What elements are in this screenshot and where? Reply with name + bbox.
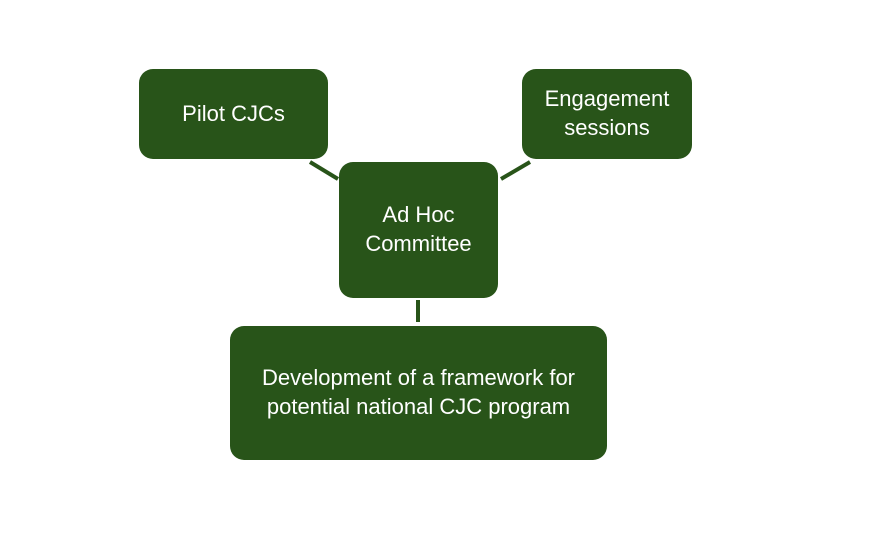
node-framework-development-line-2: potential national CJC program xyxy=(266,394,571,419)
node-ad-hoc-committee: Ad Hoc Committee xyxy=(339,162,498,298)
node-framework-development-line-1: Development of a framework for xyxy=(261,365,576,391)
node-ad-hoc-committee-line-2: Committee xyxy=(365,231,472,256)
node-pilot-cjcs: Pilot CJCs xyxy=(139,69,328,159)
node-engagement-sessions-line-2: sessions xyxy=(564,115,650,140)
connector-top-right xyxy=(499,160,532,181)
node-framework-development: Development of a framework for potential… xyxy=(230,326,607,460)
node-pilot-cjcs-line-1: Pilot CJCs xyxy=(182,100,285,126)
connector-top-left xyxy=(308,160,340,181)
node-engagement-sessions: Engagement sessions xyxy=(522,69,692,159)
node-engagement-sessions-line-1: Engagement xyxy=(544,86,670,112)
node-ad-hoc-committee-line-1: Ad Hoc xyxy=(382,202,455,228)
